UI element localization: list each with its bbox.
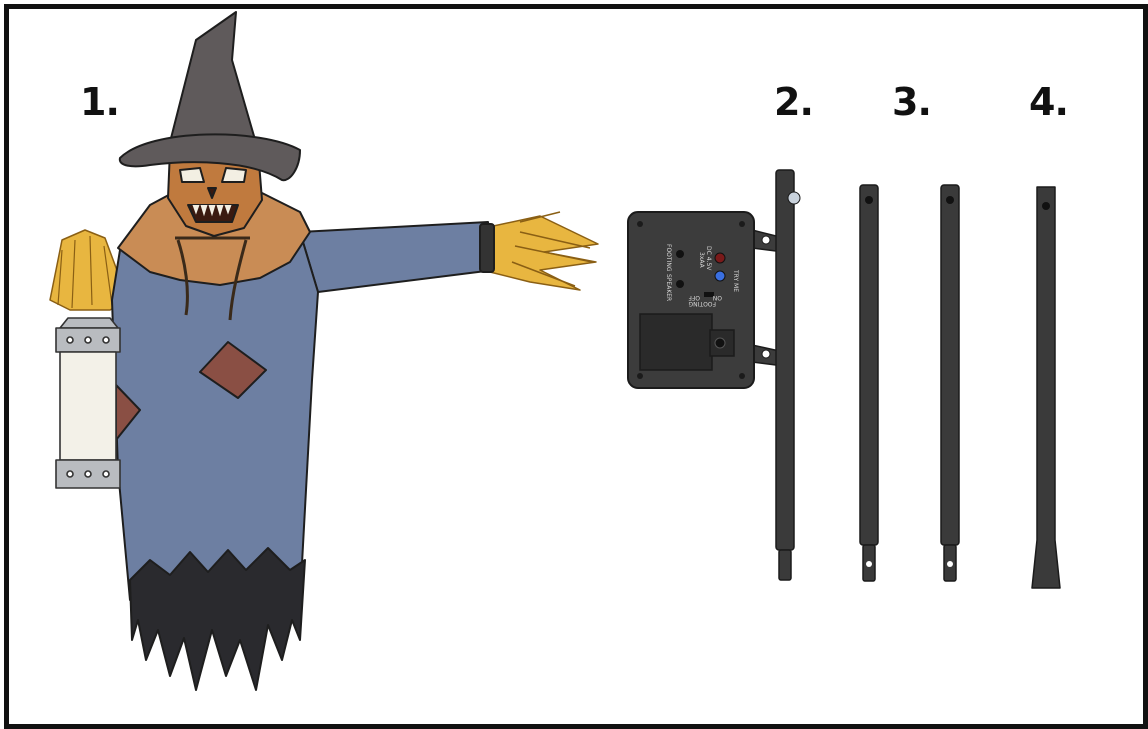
footing-label: FOOTING [665, 244, 672, 272]
pole-with-control-box: FOOTING SPEAKER DC 4.5V 3xAA TRY ME ON O… [627, 169, 801, 581]
pole-2-button [787, 191, 801, 205]
part-number-3: 3. [892, 80, 932, 124]
scarecrow-figure [49, 11, 599, 691]
battery-compartment [639, 313, 713, 371]
robe-patch [199, 341, 267, 399]
straw-hand [483, 211, 599, 291]
lantern [55, 317, 121, 489]
speaker-jack [676, 280, 684, 288]
try-me-label: TRY ME [732, 269, 739, 292]
scarecrow-arm [299, 221, 495, 293]
pole-3b [940, 184, 960, 546]
part-number-2: 2. [774, 80, 814, 124]
arm-cuff [479, 223, 495, 273]
speaker-label: SPEAKER [665, 274, 672, 301]
footing-switch-label: FOOTING [688, 300, 716, 307]
ragged-hem [129, 547, 306, 691]
pole-3a [859, 184, 879, 546]
on-off-switch [704, 292, 714, 297]
off-label: OFF [688, 294, 700, 301]
on-label: ON [713, 294, 722, 301]
dc-sub-label: 3xAA [698, 252, 705, 269]
witch-hat-cone [167, 11, 259, 151]
part-number-1: 1. [80, 80, 120, 124]
ground-stake-pole [1031, 186, 1061, 589]
witch-hat-brim [118, 133, 301, 182]
part-number-4: 4. [1029, 80, 1069, 124]
scarecrow-robe [111, 231, 319, 601]
footing-jack [676, 250, 684, 258]
pole-2 [775, 169, 795, 551]
pole-4 [1031, 186, 1061, 589]
diagram-frame [4, 4, 1148, 729]
dc-label: DC 4.5V [705, 246, 712, 271]
middle-pole [859, 184, 960, 582]
dc-jack [714, 252, 726, 264]
try-me-button [714, 270, 726, 282]
